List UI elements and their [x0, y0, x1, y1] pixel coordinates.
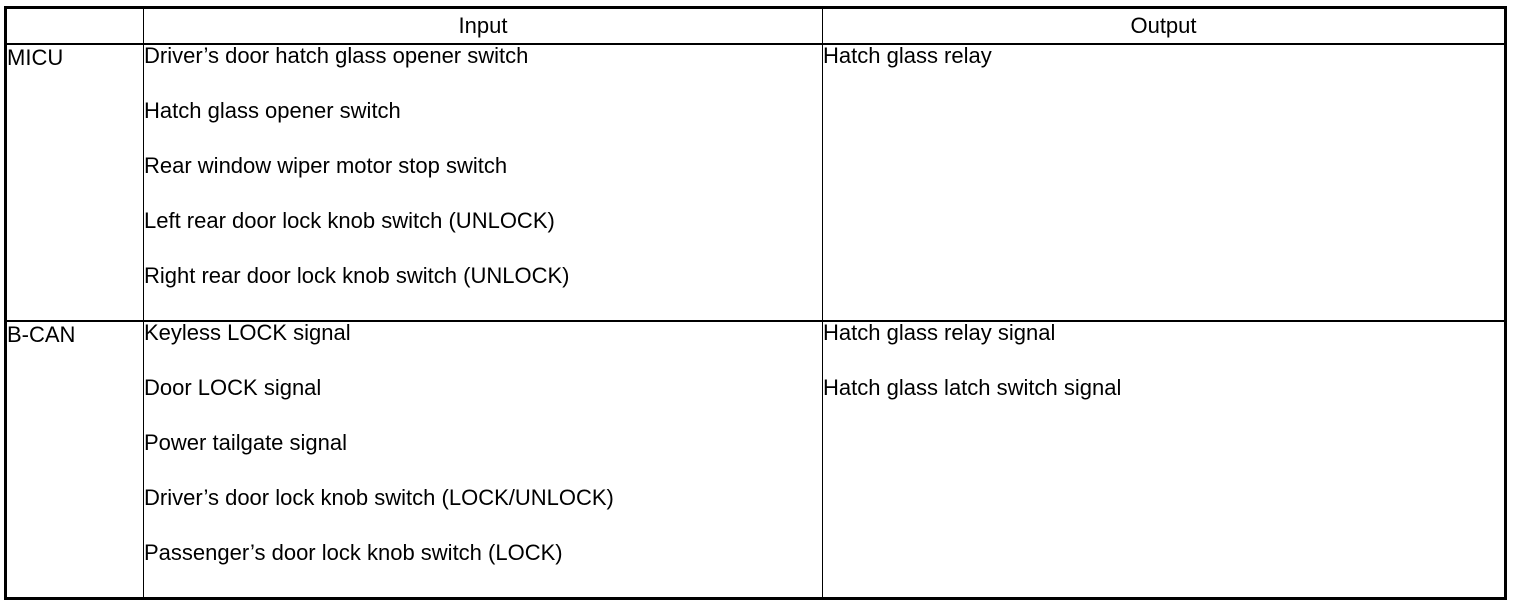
input-item: Passenger’s door lock knob switch (LOCK) [144, 540, 563, 565]
header-output: Output [822, 7, 1506, 45]
input-item: Left rear door lock knob switch (UNLOCK) [144, 208, 555, 233]
input-item: Rear window wiper motor stop switch [144, 153, 508, 178]
table-header: Input Output [5, 7, 1506, 45]
input-cell: Keyless LOCK signal Door LOCK signal Pow… [143, 320, 823, 599]
table-row-bcan: B-CAN Keyless LOCK signal Door LOCK sign… [5, 320, 1506, 599]
input-cell: Driver’s door hatch glass opener switch … [143, 43, 823, 322]
output-item: Hatch glass relay [823, 43, 992, 68]
header-source [5, 7, 144, 45]
table-row-micu: MICU Driver’s door hatch glass opener sw… [5, 43, 1506, 322]
header-row: Input Output [5, 7, 1506, 45]
io-table: Input Output MICU Driver’s door hatch gl… [4, 6, 1507, 600]
output-item: Hatch glass latch switch signal [823, 375, 1122, 400]
output-item: Hatch glass relay signal [823, 320, 1056, 345]
input-item: Hatch glass opener switch [144, 98, 401, 123]
output-cell: Hatch glass relay signal Hatch glass lat… [822, 320, 1506, 599]
input-item: Driver’s door lock knob switch (LOCK/UNL… [144, 485, 614, 510]
input-item: Driver’s door hatch glass opener switch [144, 43, 529, 68]
input-item: Power tailgate signal [144, 430, 348, 455]
source-cell: B-CAN [5, 320, 144, 599]
table-body: MICU Driver’s door hatch glass opener sw… [5, 43, 1506, 599]
output-cell: Hatch glass relay [822, 43, 1506, 322]
input-item: Keyless LOCK signal [144, 320, 351, 345]
header-input: Input [143, 7, 823, 45]
input-item: Right rear door lock knob switch (UNLOCK… [144, 263, 570, 288]
source-cell: MICU [5, 43, 144, 322]
input-item: Door LOCK signal [144, 375, 322, 400]
